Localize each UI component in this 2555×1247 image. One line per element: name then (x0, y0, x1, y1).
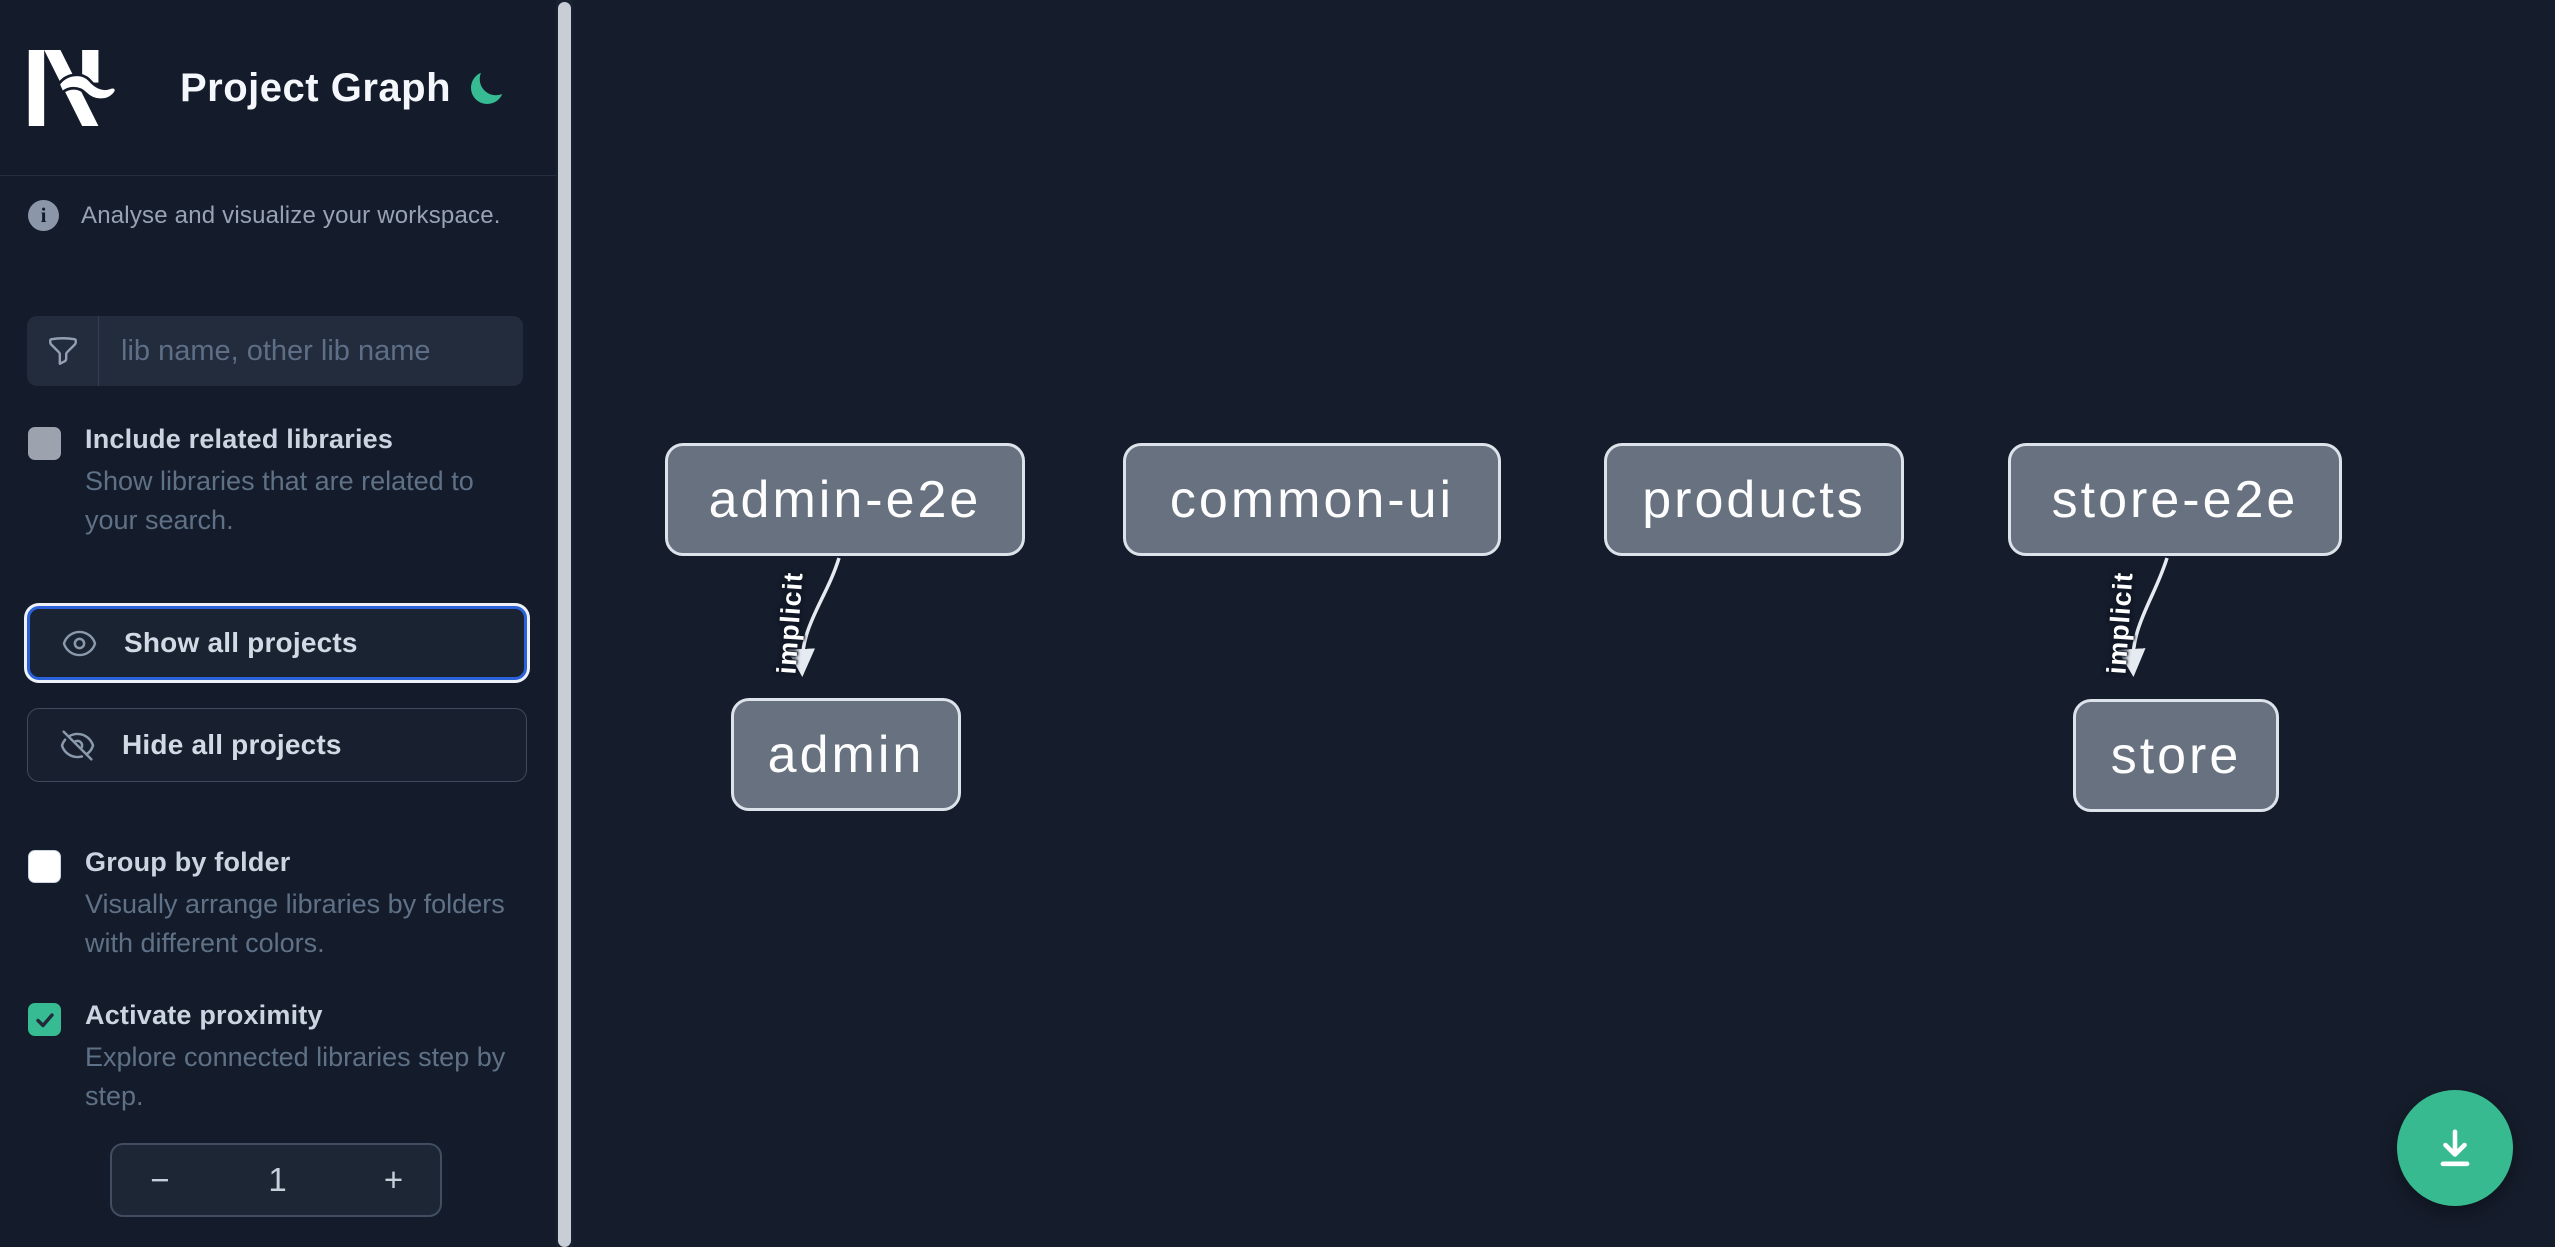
project-filter (27, 316, 523, 386)
scrollbar-thumb[interactable] (558, 2, 571, 1247)
sidebar-header: Project Graph (0, 0, 557, 175)
graph-node-common-ui[interactable]: common-ui (1123, 443, 1501, 556)
proximity-depth-value[interactable]: 1 (268, 1161, 287, 1198)
nx-logo (28, 50, 118, 126)
funnel-icon (27, 316, 99, 386)
activate-proximity-description: Explore connected libraries step by step… (85, 1042, 506, 1111)
eye-slash-icon (60, 729, 95, 761)
sidebar: Project Graph i Analyse and visualize yo… (0, 0, 557, 1247)
download-icon (2440, 1129, 2470, 1167)
include-related-description: Show libraries that are related to your … (85, 466, 474, 535)
include-related-label: Include related libraries (85, 424, 394, 454)
decrement-button[interactable]: − (112, 1145, 208, 1215)
option-include-related: Include related libraries Show libraries… (28, 424, 528, 540)
group-by-folder-checkbox[interactable] (28, 850, 61, 883)
check-icon (35, 1012, 54, 1027)
graph-node-admin-e2e[interactable]: admin-e2e (665, 443, 1025, 556)
hide-all-projects-label: Hide all projects (122, 729, 342, 760)
graph-node-store-e2e[interactable]: store-e2e (2008, 443, 2342, 556)
graph-node-products[interactable]: products (1604, 443, 1904, 556)
moon-icon (471, 72, 503, 104)
include-related-checkbox[interactable] (28, 427, 61, 460)
header-divider (0, 175, 557, 176)
hide-all-projects-button[interactable]: Hide all projects (27, 708, 527, 782)
theme-toggle-button[interactable] (462, 66, 510, 114)
search-input[interactable] (99, 316, 523, 386)
option-activate-proximity: Activate proximity Explore connected lib… (28, 1000, 528, 1116)
show-all-projects-button[interactable]: Show all projects (27, 606, 527, 680)
show-all-projects-label: Show all projects (124, 627, 358, 658)
eye-icon (62, 630, 97, 656)
group-by-folder-label: Group by folder (85, 847, 291, 877)
download-graph-button[interactable] (2397, 1090, 2513, 1206)
page-title: Project Graph (180, 66, 452, 110)
group-by-folder-description: Visually arrange libraries by folders wi… (85, 889, 505, 958)
graph-node-store[interactable]: store (2073, 699, 2279, 812)
proximity-depth-stepper: − 1 + (110, 1143, 442, 1217)
info-icon: i (28, 200, 59, 231)
sidebar-scrollbar (556, 0, 573, 1247)
project-graph-canvas[interactable] (573, 0, 2555, 1247)
option-group-by-folder: Group by folder Visually arrange librari… (28, 847, 528, 963)
activate-proximity-label: Activate proximity (85, 1000, 323, 1030)
tagline-text: Analyse and visualize your workspace. (81, 201, 501, 229)
workspace-tagline-row: i Analyse and visualize your workspace. (28, 200, 528, 231)
graph-node-admin[interactable]: admin (731, 698, 961, 811)
activate-proximity-checkbox[interactable] (28, 1003, 61, 1036)
increment-button[interactable]: + (347, 1145, 440, 1215)
